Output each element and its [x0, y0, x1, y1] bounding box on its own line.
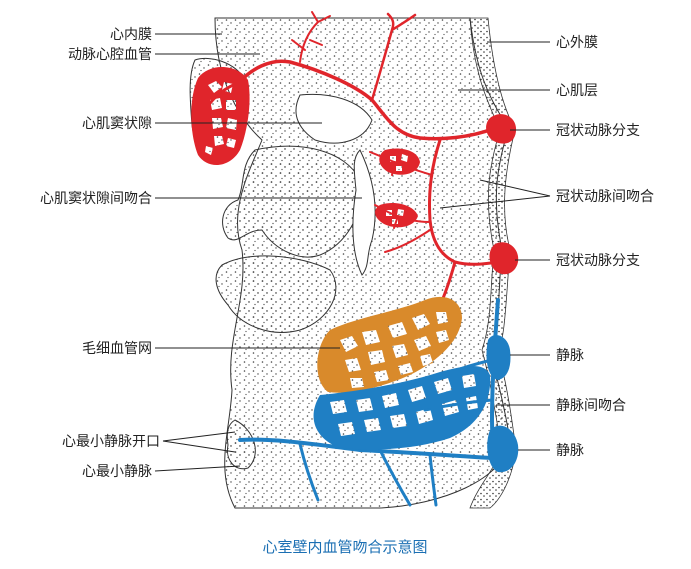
trabecula-middle: [222, 145, 362, 258]
label-coronary-branch-1: 冠状动脉分支: [556, 123, 640, 139]
vein-bulb-1: [486, 335, 511, 380]
coronary-artery-vertical: [428, 138, 500, 266]
artery-twig-mid: [384, 229, 431, 253]
trabecula-lower: [215, 255, 337, 333]
leader-lines: [154, 33, 551, 472]
label-arterioluminal-vessel: 动脉心腔血管: [68, 47, 152, 63]
labels-left: 心内膜 动脉心腔血管 心肌窦状隙 心肌窦状隙间吻合 毛细血管网 心最小静脉开口 …: [40, 27, 160, 480]
venous-mesh: [313, 366, 491, 450]
label-thebesian-vein-opening: 心最小静脉开口: [62, 434, 160, 450]
labels-right: 心外膜 心肌层 冠状动脉分支 冠状动脉间吻合 冠状动脉分支 静脉 静脉间吻合 静…: [556, 35, 654, 459]
sinusoid-gap: [352, 149, 376, 276]
figure-caption: 心室壁内血管吻合示意图: [262, 538, 427, 556]
vein-branch-lower: [298, 442, 438, 507]
coronary-artery-branch-top: [370, 12, 417, 102]
label-myocardial-sinusoid: 心肌窦状隙: [82, 116, 152, 132]
coronary-branch-bulb-2: [489, 242, 519, 275]
label-myocardium: 心肌层: [556, 83, 598, 99]
vein-bulb-2: [487, 425, 519, 473]
artery-twig-top-left: [291, 11, 331, 63]
label-endocardium: 心内膜: [110, 27, 152, 43]
label-sinusoid-anastomosis: 心肌窦状隙间吻合: [40, 191, 152, 207]
label-epicardium: 心外膜: [556, 35, 598, 51]
label-thebesian-vein: 心最小静脉: [82, 464, 152, 480]
capillary-network: [317, 296, 462, 393]
label-vein-anastomosis: 静脉间吻合: [556, 398, 626, 414]
arterial-sinusoid-mesh-mid: [375, 148, 420, 228]
label-coronary-branch-2: 冠状动脉分支: [556, 253, 640, 269]
sinusoid-space: [295, 93, 373, 144]
coronary-branch-bulb-1: [486, 114, 517, 144]
label-vein-1: 静脉: [556, 348, 584, 364]
thebesian-vein-path: [238, 437, 494, 460]
label-coronary-anastomosis: 冠状动脉间吻合: [556, 189, 654, 205]
label-vein-2: 静脉: [556, 443, 584, 459]
label-capillary-network: 毛细血管网: [82, 341, 152, 357]
arterial-sinusoid-mesh: [191, 66, 250, 166]
